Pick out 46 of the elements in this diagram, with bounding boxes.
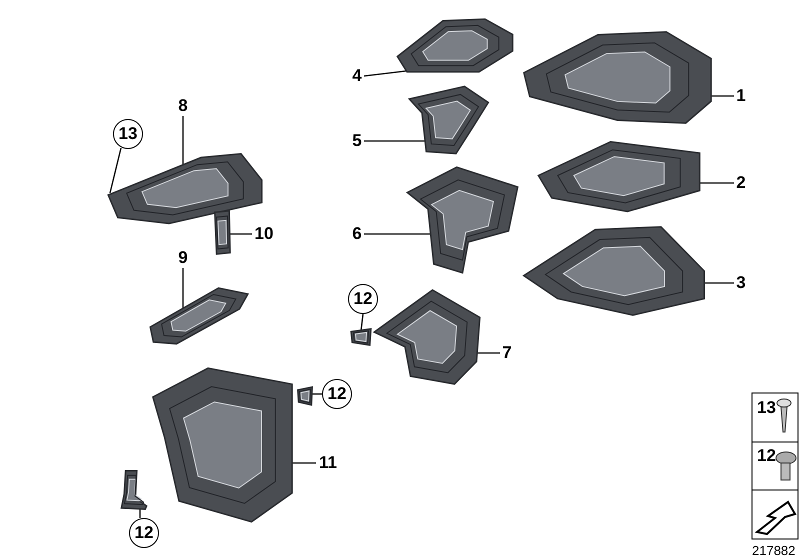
diagram-number: 217882 xyxy=(752,543,796,558)
leader-line xyxy=(364,140,425,142)
housing-drawing xyxy=(372,288,482,386)
leader-line xyxy=(230,233,252,235)
callout-number: 12 xyxy=(757,446,776,466)
leader-line xyxy=(360,314,364,332)
leader-line xyxy=(311,393,322,395)
clip-drawing xyxy=(120,470,148,510)
leader-line xyxy=(700,182,734,184)
clip-drawing xyxy=(350,328,372,346)
callout-circle: 13 xyxy=(113,119,143,149)
callout-number: 5 xyxy=(350,131,364,151)
callout-number: 13 xyxy=(757,398,776,418)
callout-circle: 12 xyxy=(129,518,159,548)
tray-drawing xyxy=(535,138,703,213)
clip-drawing xyxy=(297,386,313,406)
leader-line xyxy=(711,95,734,97)
callout-number: 10 xyxy=(252,224,276,244)
callout-number: 9 xyxy=(174,248,192,268)
callout-number: 3 xyxy=(734,273,748,293)
cover-drawing xyxy=(395,18,515,73)
leader-line xyxy=(704,282,734,284)
leader-line xyxy=(182,268,184,309)
holder-drawing xyxy=(405,85,490,155)
leader-line xyxy=(109,148,122,194)
callout-number: 1 xyxy=(734,86,748,106)
housing-drawing xyxy=(150,365,295,525)
leader-line xyxy=(364,70,406,77)
callout-number: 4 xyxy=(350,66,364,86)
bracket-drawing xyxy=(213,210,231,255)
tray-drawing xyxy=(520,225,708,317)
leader-line xyxy=(139,508,141,518)
callout-number: 11 xyxy=(316,453,340,473)
callout-number: 6 xyxy=(350,224,364,244)
leader-line xyxy=(292,462,316,464)
callout-number: 2 xyxy=(734,173,748,193)
cover-drawing xyxy=(520,30,715,125)
housing-drawing xyxy=(405,165,520,275)
callout-number: 8 xyxy=(174,96,192,116)
leader-line xyxy=(477,352,500,354)
callout-circle: 12 xyxy=(348,284,378,314)
cover-drawing xyxy=(105,150,265,225)
callout-number: 7 xyxy=(500,343,514,363)
callout-circle: 12 xyxy=(322,379,352,409)
leader-line xyxy=(182,116,184,166)
leader-line xyxy=(364,233,431,235)
